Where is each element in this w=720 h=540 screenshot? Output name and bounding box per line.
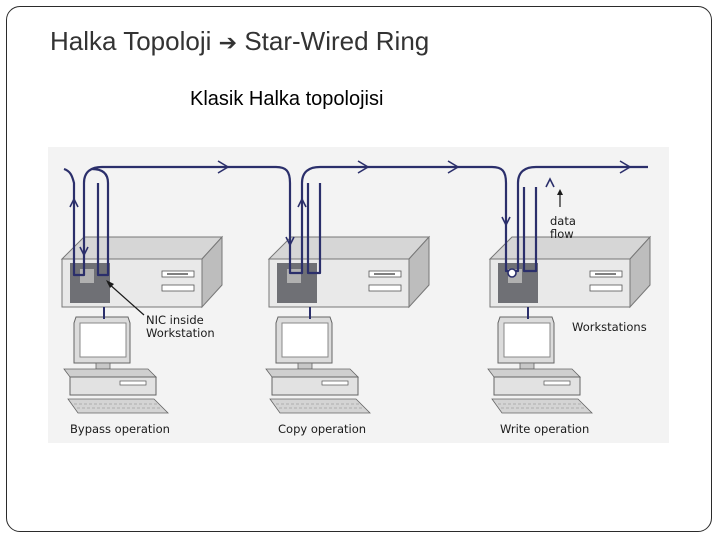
ring-line bbox=[63, 165, 648, 277]
label-copy-operation: Copy operation bbox=[278, 422, 366, 436]
label-nic-inside: NIC inside bbox=[146, 313, 204, 327]
title-right: Star-Wired Ring bbox=[244, 26, 430, 56]
label-data: data bbox=[550, 214, 576, 228]
nic-pointer-arrowhead bbox=[106, 280, 114, 288]
slide-title: Halka Topoloji ➔ Star-Wired Ring bbox=[50, 26, 429, 57]
label-write-operation: Write operation bbox=[500, 422, 589, 436]
copy-point-marker bbox=[507, 268, 517, 278]
label-bypass-operation: Bypass operation bbox=[70, 422, 170, 436]
data-flow-arrowhead bbox=[557, 189, 563, 195]
ring-diagram-svg: NIC inside Workstation data flow Worksta… bbox=[61, 160, 651, 436]
label-workstations: Workstations bbox=[572, 320, 647, 334]
label-flow: flow bbox=[550, 227, 574, 241]
nic-pointer-line bbox=[107, 282, 145, 316]
title-left: Halka Topoloji bbox=[50, 26, 212, 56]
flow-arrows bbox=[69, 160, 632, 257]
right-arrow-icon: ➔ bbox=[218, 30, 238, 55]
label-workstation: Workstation bbox=[146, 326, 215, 340]
workstation-2 bbox=[265, 316, 371, 414]
server-unit-1 bbox=[61, 236, 223, 308]
ring-topology-figure: NIC inside Workstation data flow Worksta… bbox=[48, 147, 669, 443]
slide-subtitle: Klasik Halka topolojisi bbox=[190, 88, 384, 110]
